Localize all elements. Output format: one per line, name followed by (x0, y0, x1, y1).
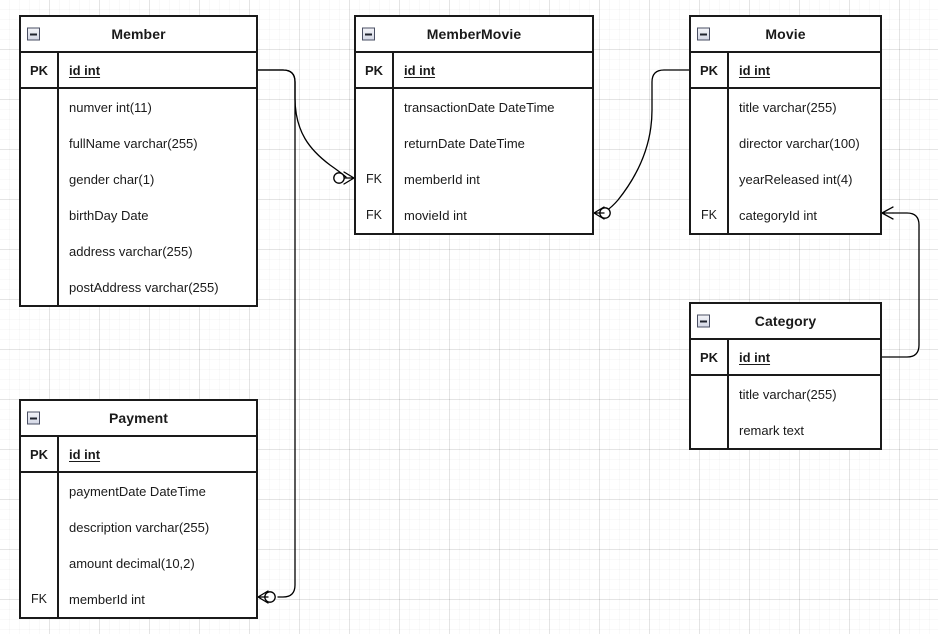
table-row[interactable]: title varchar(255) (691, 376, 880, 412)
table-row[interactable]: FK categoryId int (691, 197, 880, 233)
row-attribute: numver int(11) (57, 89, 256, 125)
table-row[interactable]: birthDay Date (21, 197, 256, 233)
table-row[interactable]: PK id int (691, 53, 880, 89)
minus-box-icon[interactable] (697, 27, 710, 41)
entity-payment-rows: PK id int paymentDate DateTime descripti… (21, 437, 256, 617)
entity-movie[interactable]: Movie PK id int title varchar(255) direc… (689, 15, 882, 235)
table-row[interactable]: description varchar(255) (21, 509, 256, 545)
row-attribute: returnDate DateTime (392, 125, 592, 161)
row-attribute: categoryId int (727, 197, 880, 233)
row-key: FK (366, 172, 382, 186)
row-attribute: fullName varchar(255) (57, 125, 256, 161)
row-attribute: description varchar(255) (57, 509, 256, 545)
entity-movie-rows: PK id int title varchar(255) director va… (691, 53, 880, 233)
entity-membermovie[interactable]: MemberMovie PK id int transactionDate Da… (354, 15, 594, 235)
table-row[interactable]: PK id int (21, 53, 256, 89)
row-attribute: memberId int (57, 581, 256, 617)
entity-movie-header: Movie (691, 17, 880, 53)
row-attribute: director varchar(100) (727, 125, 880, 161)
row-attribute: title varchar(255) (727, 89, 880, 125)
entity-category[interactable]: Category PK id int title varchar(255) re… (689, 302, 882, 450)
row-attribute: id int (57, 437, 256, 471)
row-key: PK (699, 349, 719, 365)
row-key: FK (31, 592, 47, 606)
row-attribute: gender char(1) (57, 161, 256, 197)
row-key: FK (701, 208, 717, 222)
minus-box-icon[interactable] (27, 27, 40, 41)
row-attribute: movieId int (392, 197, 592, 233)
row-key: PK (699, 62, 719, 78)
entity-membermovie-title: MemberMovie (426, 26, 522, 42)
table-row[interactable]: title varchar(255) (691, 89, 880, 125)
row-attribute: memberId int (392, 161, 592, 197)
row-attribute: id int (727, 340, 880, 374)
entity-payment-title: Payment (108, 410, 169, 426)
minus-box-icon[interactable] (362, 27, 375, 41)
row-key: PK (29, 446, 49, 462)
row-key: FK (366, 208, 382, 222)
table-row[interactable]: paymentDate DateTime (21, 473, 256, 509)
table-row[interactable]: returnDate DateTime (356, 125, 592, 161)
table-row[interactable]: FK memberId int (21, 581, 256, 617)
minus-box-icon[interactable] (697, 314, 710, 328)
entity-movie-title: Movie (765, 26, 806, 42)
table-row[interactable]: amount decimal(10,2) (21, 545, 256, 581)
table-row[interactable]: FK movieId int (356, 197, 592, 233)
row-attribute: amount decimal(10,2) (57, 545, 256, 581)
table-row[interactable]: FK memberId int (356, 161, 592, 197)
table-row[interactable]: address varchar(255) (21, 233, 256, 269)
row-attribute: yearReleased int(4) (727, 161, 880, 197)
table-row[interactable]: yearReleased int(4) (691, 161, 880, 197)
table-row[interactable]: director varchar(100) (691, 125, 880, 161)
row-attribute: transactionDate DateTime (392, 89, 592, 125)
entity-member-header: Member (21, 17, 256, 53)
entity-member[interactable]: Member PK id int numver int(11) fullName… (19, 15, 258, 307)
row-attribute: paymentDate DateTime (57, 473, 256, 509)
entity-member-title: Member (111, 26, 166, 42)
row-attribute: id int (392, 53, 592, 87)
row-attribute: birthDay Date (57, 197, 256, 233)
row-attribute: id int (57, 53, 256, 87)
table-row[interactable]: fullName varchar(255) (21, 125, 256, 161)
entity-membermovie-header: MemberMovie (356, 17, 592, 53)
table-row[interactable]: postAddress varchar(255) (21, 269, 256, 305)
table-row[interactable]: PK id int (691, 340, 880, 376)
table-row[interactable]: transactionDate DateTime (356, 89, 592, 125)
row-attribute: id int (727, 53, 880, 87)
row-key: PK (29, 62, 49, 78)
row-attribute: postAddress varchar(255) (57, 269, 256, 305)
entity-membermovie-rows: PK id int transactionDate DateTime retur… (356, 53, 592, 233)
entity-category-rows: PK id int title varchar(255) remark text (691, 340, 880, 448)
entity-category-title: Category (754, 313, 817, 329)
minus-box-icon[interactable] (27, 411, 40, 425)
entity-payment[interactable]: Payment PK id int paymentDate DateTime d… (19, 399, 258, 619)
entity-member-rows: PK id int numver int(11) fullName varcha… (21, 53, 256, 305)
table-row[interactable]: PK id int (356, 53, 592, 89)
row-attribute: remark text (727, 412, 880, 448)
table-row[interactable]: gender char(1) (21, 161, 256, 197)
row-attribute: title varchar(255) (727, 376, 880, 412)
entity-payment-header: Payment (21, 401, 256, 437)
table-row[interactable]: PK id int (21, 437, 256, 473)
table-row[interactable]: remark text (691, 412, 880, 448)
row-attribute: address varchar(255) (57, 233, 256, 269)
entity-category-header: Category (691, 304, 880, 340)
table-row[interactable]: numver int(11) (21, 89, 256, 125)
row-key: PK (364, 62, 384, 78)
